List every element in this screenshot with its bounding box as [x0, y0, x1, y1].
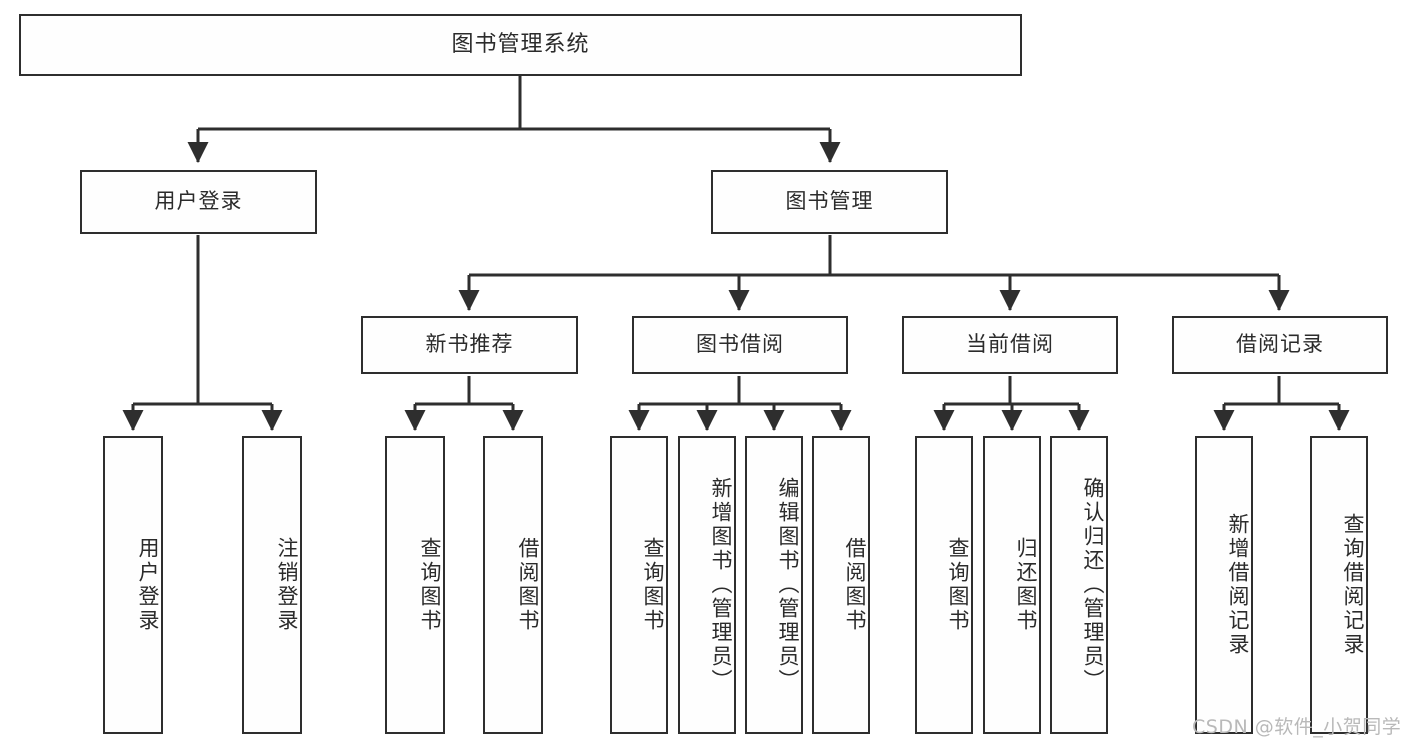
- node-leaf-add-book[interactable]: 新增图书（管理员）: [678, 436, 736, 734]
- node-label: 编辑图书（管理员）: [776, 477, 800, 693]
- csdn-watermark: CSDN @软件_小贺同学: [1192, 716, 1402, 738]
- node-leaf-borrow-book-recommend[interactable]: 借阅图书: [483, 436, 543, 734]
- node-label: 归还图书: [1014, 537, 1038, 633]
- node-label: 当前借阅: [966, 332, 1054, 357]
- node-label: 新增图书（管理员）: [709, 477, 733, 693]
- node-borrow-record[interactable]: 借阅记录: [1172, 316, 1388, 374]
- node-book-borrow[interactable]: 图书借阅: [632, 316, 848, 374]
- node-label: 查询图书: [946, 537, 970, 633]
- node-label: 确认归还（管理员）: [1081, 477, 1105, 693]
- node-current-borrow[interactable]: 当前借阅: [902, 316, 1118, 374]
- node-leaf-query-book-current[interactable]: 查询图书: [915, 436, 973, 734]
- node-user-login[interactable]: 用户登录: [80, 170, 317, 234]
- node-book-management[interactable]: 图书管理: [711, 170, 948, 234]
- node-leaf-query-book-recommend[interactable]: 查询图书: [385, 436, 445, 734]
- node-label: 查询图书: [641, 537, 665, 633]
- node-label: 查询借阅记录: [1341, 513, 1365, 657]
- node-label: 用户登录: [136, 537, 160, 633]
- node-leaf-query-book-borrow[interactable]: 查询图书: [610, 436, 668, 734]
- node-leaf-add-borrow-record[interactable]: 新增借阅记录: [1195, 436, 1253, 734]
- node-leaf-query-borrow-record[interactable]: 查询借阅记录: [1310, 436, 1368, 734]
- node-leaf-user-login[interactable]: 用户登录: [103, 436, 163, 734]
- node-label: 图书借阅: [696, 332, 784, 357]
- node-label: 查询图书: [418, 537, 442, 633]
- node-root-book-management-system[interactable]: 图书管理系统: [19, 14, 1022, 76]
- node-new-book-recommend[interactable]: 新书推荐: [361, 316, 578, 374]
- node-leaf-borrow-book[interactable]: 借阅图书: [812, 436, 870, 734]
- node-label: 新书推荐: [425, 332, 514, 357]
- node-leaf-confirm-return[interactable]: 确认归还（管理员）: [1050, 436, 1108, 734]
- node-label: 新增借阅记录: [1226, 513, 1250, 657]
- node-label: 借阅记录: [1236, 332, 1324, 357]
- node-label: 借阅图书: [843, 537, 867, 633]
- node-label: 借阅图书: [516, 537, 540, 633]
- node-label: 图书管理: [785, 189, 874, 214]
- node-label: 图书管理系统: [451, 31, 590, 57]
- node-label: 用户登录: [154, 189, 243, 214]
- node-leaf-return-book[interactable]: 归还图书: [983, 436, 1041, 734]
- node-leaf-edit-book[interactable]: 编辑图书（管理员）: [745, 436, 803, 734]
- node-leaf-logout[interactable]: 注销登录: [242, 436, 302, 734]
- node-label: 注销登录: [275, 537, 299, 633]
